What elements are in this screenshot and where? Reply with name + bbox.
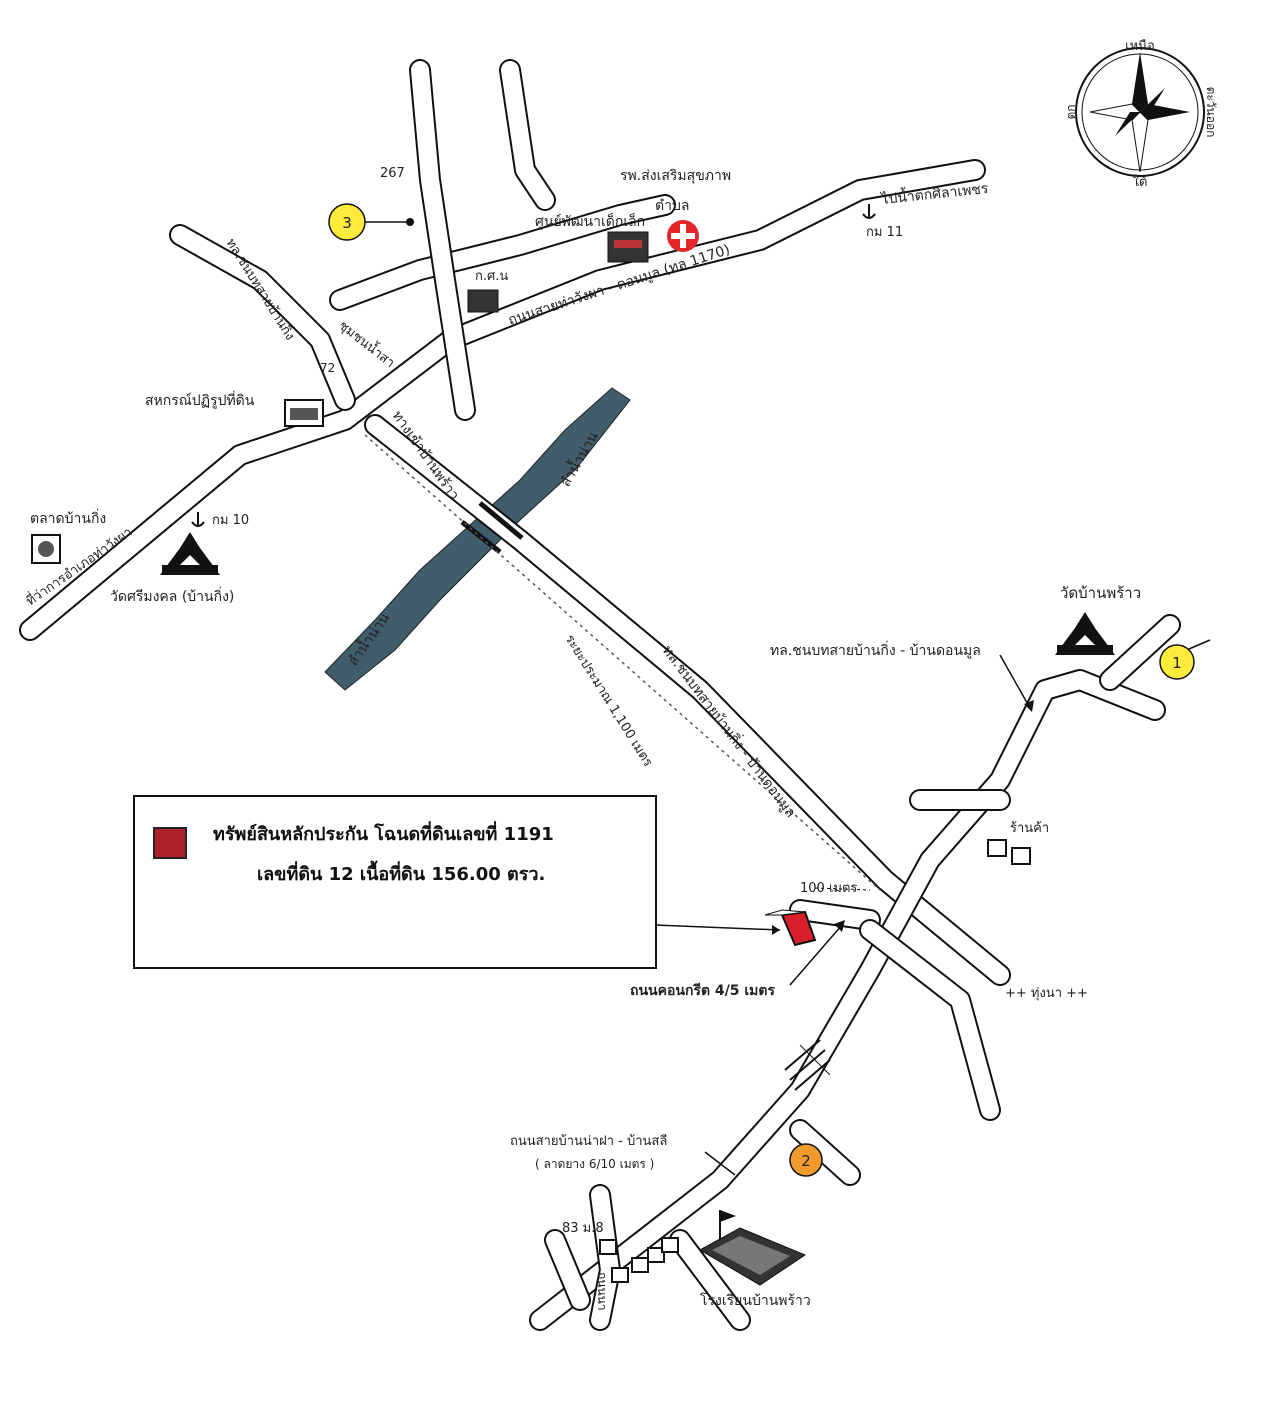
label-road-na-fa: ถนนสายบ้านน่าฝา - บ้านสลี [510, 1133, 667, 1149]
map-labels: รพ.ส่งเสริมสุขภาพ ตำบล ศูนย์พัฒนาเด็กเล็… [23, 166, 1142, 1311]
label-distance-100: 100 เมตร [800, 881, 857, 896]
label-rice-field: ++ ทุ่งนา ++ [1005, 986, 1088, 1001]
building-icon-child-center [607, 231, 649, 263]
marker-2-label: 2 [801, 1152, 811, 1170]
label-house-83: 83 ม.8 [562, 1221, 604, 1236]
red-cross-icon [667, 220, 699, 252]
marker-1[interactable]: 1 [1159, 644, 1195, 680]
legend-subtitle: เลขที่ดิน 12 เนื้อที่ดิน 156.00 ตรว. [257, 864, 546, 885]
road-network [19, 59, 1181, 1331]
label-school: โรงเรียนบ้านพร้าว [700, 1292, 811, 1309]
temple-icon-ban-phrao [1055, 612, 1115, 655]
building-icon-cooperative [284, 399, 324, 427]
label-house-267: 267 [380, 166, 405, 181]
school-building-icon [698, 1210, 807, 1286]
legend-swatch [153, 827, 187, 859]
label-rural-road-top: ทล.ชนบทสายบ้านกิ่ง [223, 235, 299, 343]
shop-blocks [599, 839, 1031, 1283]
label-concrete-road: ถนนคอนกรีต 4/5 เมตร [630, 983, 775, 999]
marker-3[interactable]: 3 [328, 203, 366, 241]
marker-1-label: 1 [1172, 654, 1182, 672]
label-wat-ban-phrao: วัดบ้านพร้าว [1060, 584, 1141, 602]
legend-box: ทรัพย์สินหลักประกัน โฉนดที่ดินเลขที่ 119… [133, 795, 657, 969]
nan-river [324, 387, 631, 691]
field-stripes [784, 1039, 831, 1091]
label-rural-road-diag: ทล.ชนบทสายบ้านกิ่ง - บ้านดอนมูล [659, 642, 800, 821]
label-market: ตลาดบ้านกิ่ง [30, 509, 106, 527]
label-wat-srimongkol: วัดศรีมงคล (บ้านกิ่ง) [110, 587, 234, 605]
compass-east-label: ตะวันออก [1204, 87, 1218, 138]
label-km11: กม 11 [866, 225, 903, 240]
label-ksn: ก.ศ.น [475, 269, 508, 284]
label-house-72: 72 [320, 361, 335, 375]
anchor-icon-km11 [862, 204, 876, 219]
compass-west-label: ตก [1064, 104, 1078, 119]
legend-title: ทรัพย์สินหลักประกัน โฉนดที่ดินเลขที่ 119… [213, 824, 554, 845]
label-hospital: รพ.ส่งเสริมสุขภาพ [620, 168, 731, 184]
compass-south-label: ใต้ [1133, 174, 1148, 190]
label-ban-na: ถนนนา [595, 1272, 609, 1311]
compass-north-label: เหนือ [1125, 38, 1155, 54]
label-cooperative: สหกรณ์ปฏิรูปที่ดิน [145, 391, 255, 409]
temple-icon-srimongkol [160, 532, 220, 575]
label-paved: ( ลาดยาง 6/10 เมตร ) [535, 1157, 654, 1171]
marker-3-label: 3 [342, 214, 352, 232]
building-icon-ksn [467, 289, 499, 313]
compass-rose: เหนือ ใต้ ตะวันออก ตก [1064, 38, 1218, 190]
district-icon [31, 534, 61, 564]
label-tambon: ตำบล [655, 198, 689, 214]
distance-line-1100 [364, 434, 881, 891]
parcel-footprint [764, 909, 806, 916]
pointer-arrows [365, 218, 1211, 1176]
marker-2[interactable]: 2 [789, 1143, 823, 1177]
label-shop: ร้านค้า [1010, 821, 1049, 836]
label-child-center: ศูนย์พัฒนาเด็กเล็ก [535, 212, 645, 230]
anchor-icon-km10 [191, 512, 205, 527]
label-nam-sa: ชุมชนน้ำสา [336, 316, 400, 371]
label-km10: กม 10 [212, 513, 249, 528]
label-rural-road-right: ทล.ชนบทสายบ้านกิ่ง - บ้านดอนมูล [770, 641, 981, 659]
